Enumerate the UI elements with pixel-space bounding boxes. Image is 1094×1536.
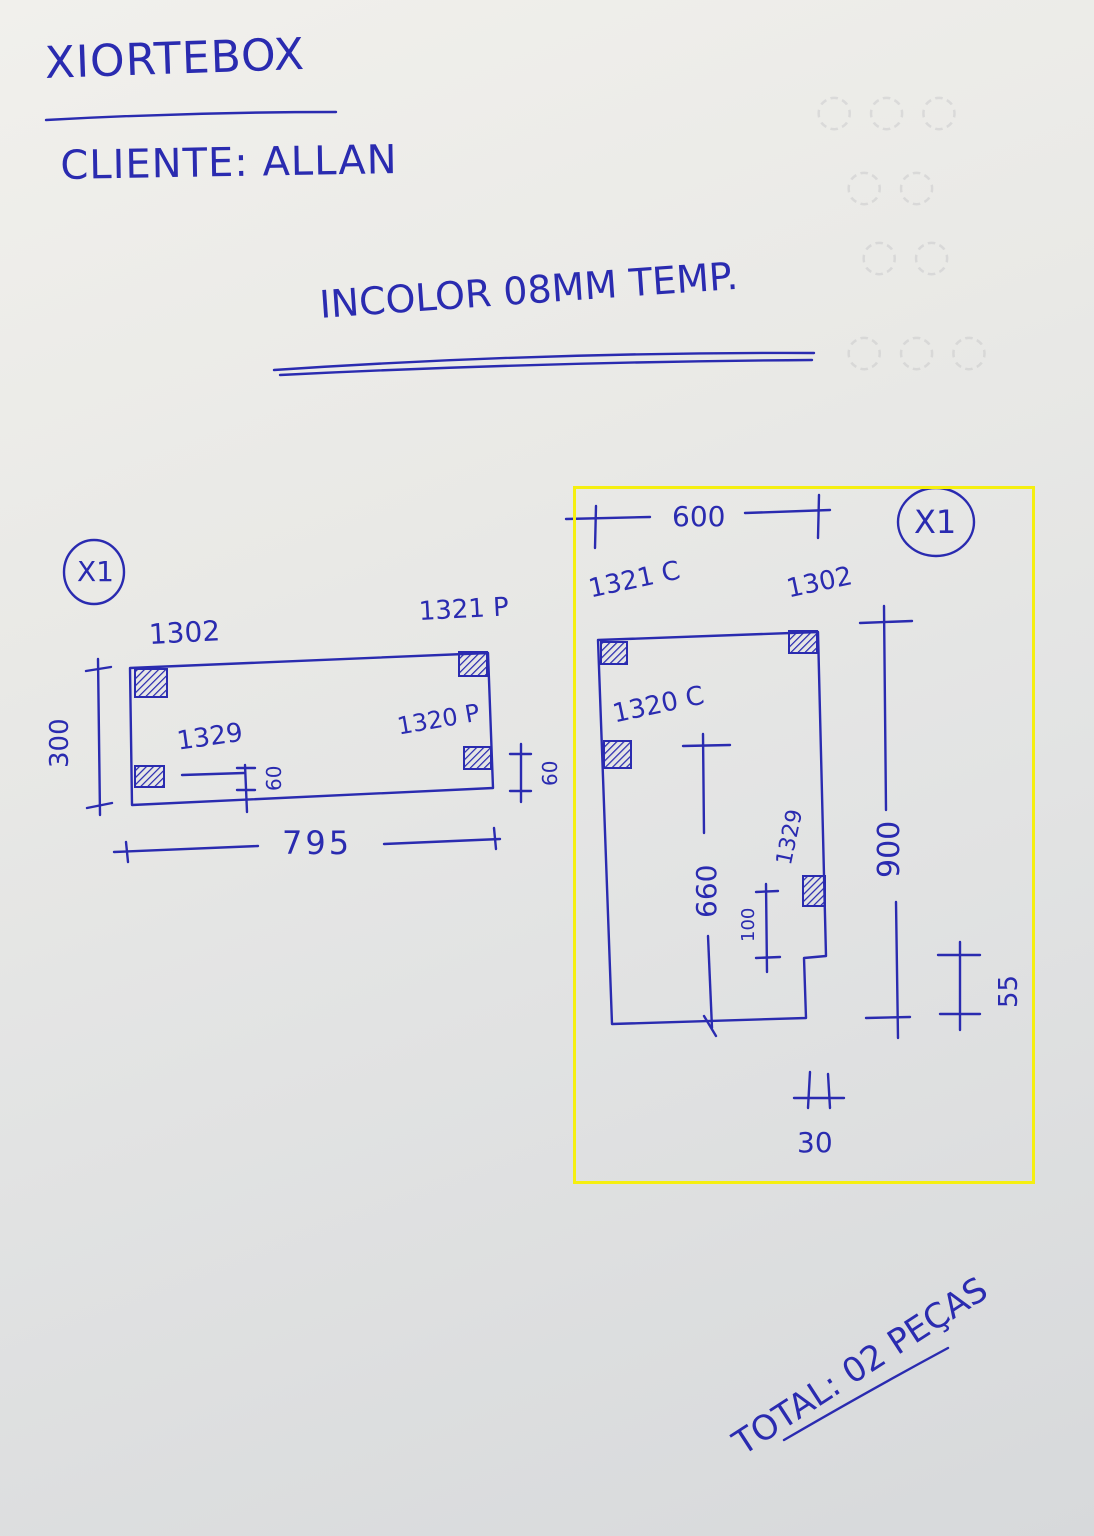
bleed-through-mark: ◌ ◌ ◌ [815,85,959,136]
right-width-label: 600 [672,500,726,533]
right-quantity-label: X1 [914,503,957,541]
bleed-through-mark: ◌ ◌ [845,160,936,211]
quantity-circle-left [62,538,126,606]
hardware-block [600,641,628,665]
hardware-block [603,740,632,769]
left-quantity-label: X1 [77,555,114,588]
left-hardware-top-right: 1321 P [418,592,510,627]
material-underline [272,351,816,372]
hardware-block [788,630,818,654]
highlight-box [573,486,1035,1184]
company-underline [44,110,338,122]
right-notch-width-label: 30 [797,1126,833,1159]
bleed-through-mark: ◌ ◌ [860,230,951,281]
bleed-through-mark: ◌ ◌ ◌ [845,325,989,376]
material-underline-2 [278,358,814,377]
hardware-block [134,765,165,788]
hardware-block [134,668,168,698]
left-piece-outline [128,651,495,807]
left-height-label: 300 [45,718,75,768]
left-hardware-top-left: 1302 [148,614,221,651]
total-underline [782,1346,950,1442]
left-offset-inner-label: 60 [262,765,286,791]
hardware-block [802,875,826,907]
hardware-block [463,746,492,770]
left-width-label: 795 [282,824,353,862]
hardware-block [458,651,488,677]
left-offset-outer-label: 60 [538,760,562,786]
